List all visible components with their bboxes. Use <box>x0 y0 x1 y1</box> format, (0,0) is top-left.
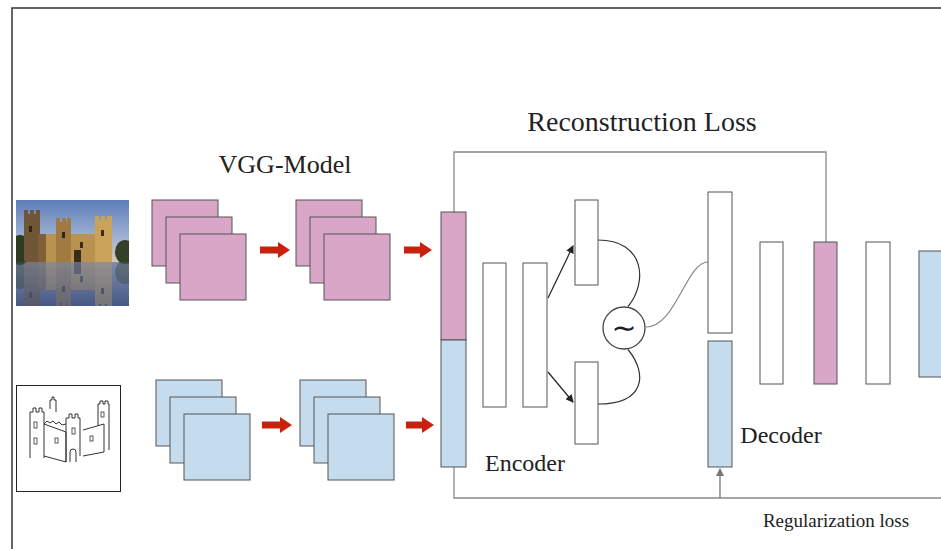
decoder-output <box>919 251 941 377</box>
castle-crenel <box>67 218 71 223</box>
sketch-window <box>72 428 75 434</box>
loss-label: Reconstruction Loss <box>527 106 756 138</box>
feature-stack <box>156 380 394 480</box>
sketch-window <box>55 438 58 443</box>
split-arrow <box>548 246 573 298</box>
latent-vector <box>708 192 732 333</box>
castle-tower <box>95 220 112 262</box>
feature-map <box>328 414 394 480</box>
sketch-window <box>34 422 37 428</box>
castle-tower <box>56 222 71 262</box>
feature-stack <box>152 200 390 300</box>
flow-arrow <box>406 417 434 433</box>
castle-window <box>80 242 83 248</box>
sketch-crenel <box>44 421 66 425</box>
mean-vector <box>575 200 598 285</box>
loss-arrow <box>719 469 720 498</box>
sketch-gate <box>70 449 76 462</box>
castle-photo <box>16 200 129 306</box>
sampling-curve <box>598 350 640 405</box>
castle-crenel <box>36 210 40 215</box>
photo-water <box>16 262 129 306</box>
latent-link <box>646 262 708 327</box>
feature-map <box>180 234 246 300</box>
sketch-tower <box>66 414 80 462</box>
sketch-window <box>90 436 93 441</box>
variance-vector <box>575 362 598 444</box>
module-label: Encoder <box>485 450 565 478</box>
castle-gate <box>74 250 81 262</box>
feature-map <box>184 414 250 480</box>
castle-crenel <box>107 216 112 221</box>
castle-building <box>16 210 129 265</box>
flow-arrow <box>404 242 432 258</box>
castle-shadow <box>38 234 46 262</box>
loss-bracket <box>454 152 826 242</box>
castle-sketch <box>17 386 121 492</box>
castle-crenel <box>30 210 34 215</box>
castle-window <box>101 230 104 236</box>
castle-window <box>62 232 65 238</box>
flow-arrow <box>260 242 434 433</box>
sampling-circle: ∼ <box>602 306 646 350</box>
feature-vector <box>441 340 466 467</box>
sketch-wall <box>83 424 104 456</box>
sketch-window <box>101 412 104 417</box>
model-label: VGG-Model <box>219 150 352 180</box>
castle-window <box>29 226 32 232</box>
decoder-layer <box>814 242 837 384</box>
flow-arrow <box>262 417 292 433</box>
photo-water <box>16 262 129 306</box>
feature-map <box>324 234 390 300</box>
split-arrow <box>548 372 573 402</box>
sketch-tower <box>30 408 44 458</box>
castle-reflection <box>16 259 129 306</box>
castle-crenel <box>56 218 60 223</box>
encoder-layer <box>483 263 506 407</box>
castle-crenel <box>95 216 99 221</box>
photo-sky <box>16 200 129 262</box>
sketch-frame <box>17 386 121 492</box>
sketch-wall <box>44 424 66 462</box>
sketch-window <box>34 438 37 444</box>
encoder-layer <box>523 263 547 407</box>
decoder-layer <box>866 242 890 384</box>
castle-tower <box>24 214 40 262</box>
loss-label: Regularization loss <box>763 510 909 532</box>
sampling-curve <box>598 240 640 307</box>
castle-crenel <box>24 210 28 215</box>
decoder-layer <box>760 242 783 384</box>
circle-outline <box>603 307 645 349</box>
condition-vector <box>708 341 732 467</box>
frame-border <box>12 8 941 549</box>
castle-crenel <box>62 218 66 223</box>
feature-vector <box>441 212 466 340</box>
node-symbol: ∼ <box>611 313 636 343</box>
castle-crenel <box>101 216 105 221</box>
module-label: Decoder <box>740 422 821 450</box>
flow-arrow <box>260 242 290 258</box>
sketch-tower <box>98 401 109 450</box>
sketch-turret <box>50 397 56 412</box>
